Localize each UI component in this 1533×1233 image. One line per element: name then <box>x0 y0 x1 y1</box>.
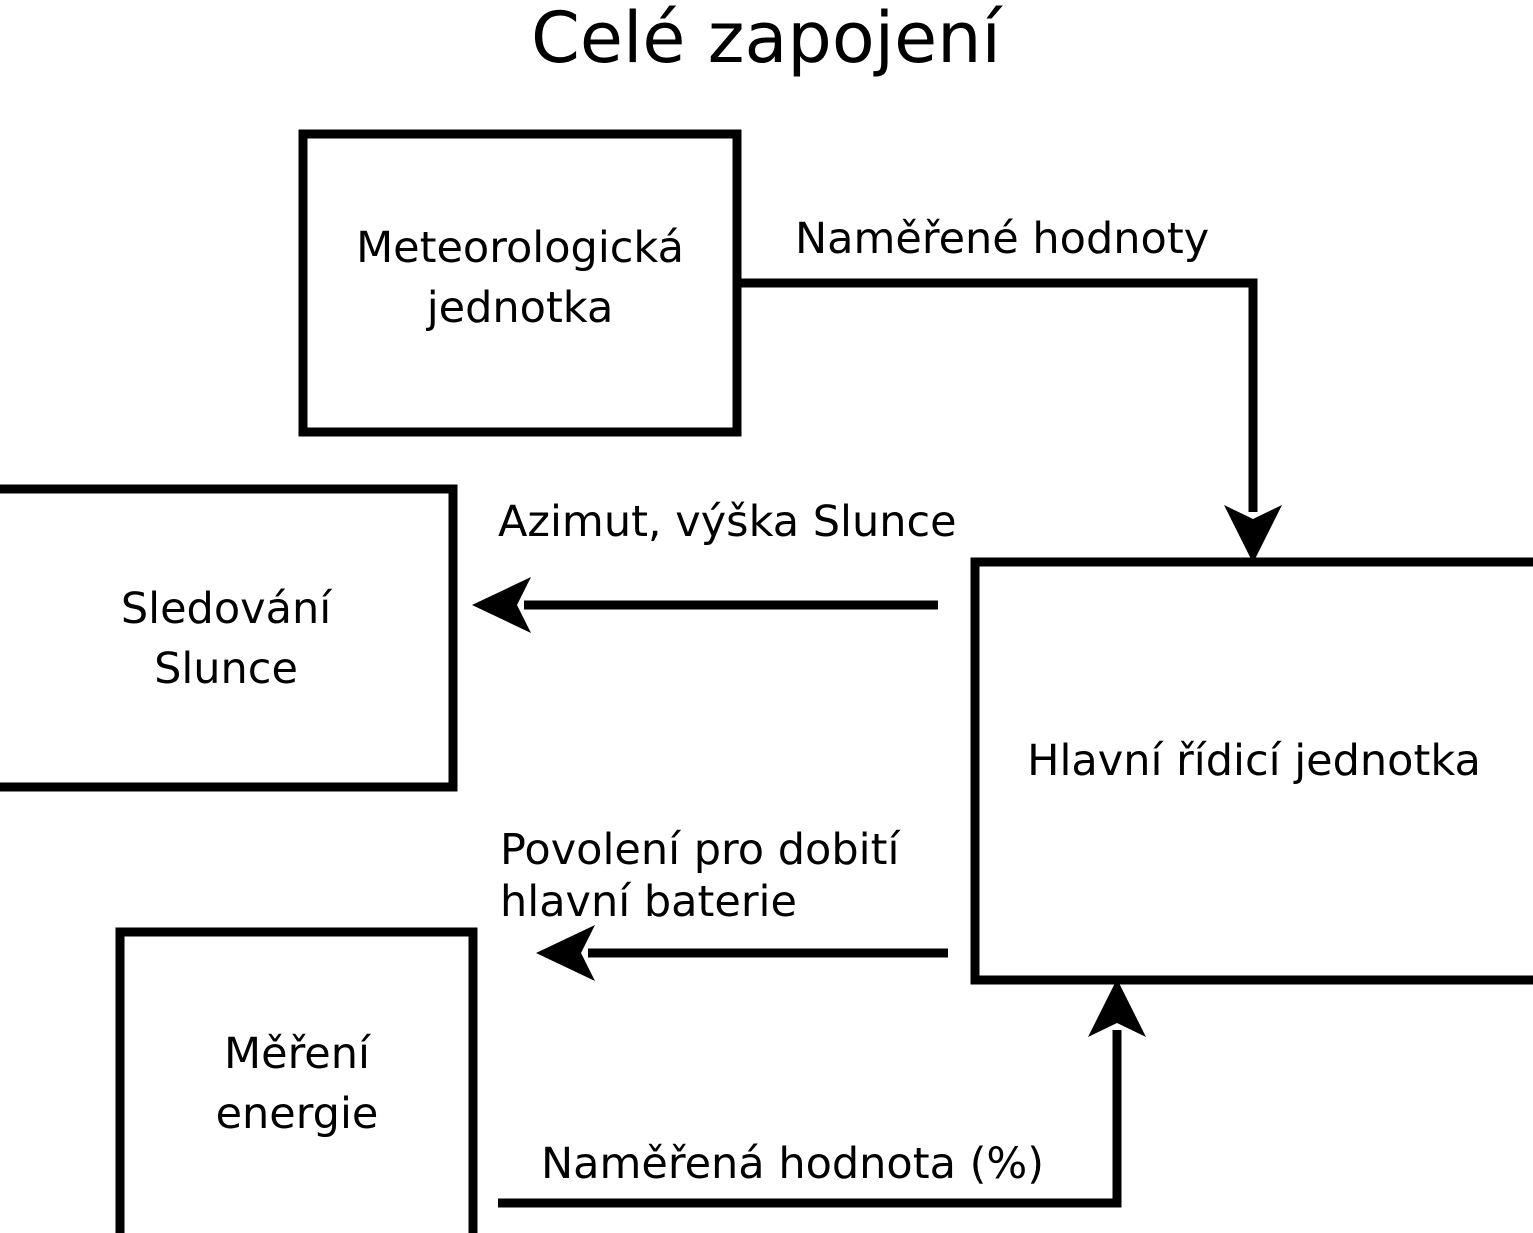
node-label-energy-line2: energie <box>216 1089 379 1139</box>
edge-meteo-to-main[interactable]: Naměřené hodnoty <box>737 214 1282 563</box>
node-label-meteo-line1: Meteorologická <box>356 223 684 273</box>
node-sledovani-slunce[interactable]: Sledování Slunce <box>0 484 458 792</box>
node-hlavni-ridici-jednotka[interactable]: Hlavní řídicí jednotka <box>970 557 1533 985</box>
node-box-energy <box>115 927 478 1233</box>
arrowhead-up-into-main <box>1088 979 1146 1037</box>
node-label-energy-line1: Měření <box>224 1029 372 1079</box>
edge-line-energy-to-main <box>498 1030 1122 1208</box>
node-meteorologicka-jednotka[interactable]: Meteorologická jednotka <box>298 129 742 437</box>
edge-energy-to-main[interactable]: Naměřená hodnota (%) <box>498 979 1146 1208</box>
node-label-meteo-line2: jednotka <box>426 283 614 333</box>
edge-label-povoleni-line2: hlavní baterie <box>500 877 797 927</box>
edge-line-meteo-to-main <box>737 278 1258 512</box>
node-label-tracking-line2: Slunce <box>154 644 298 694</box>
arrowhead-left-into-tracking <box>472 577 531 633</box>
edge-main-to-tracking[interactable]: Azimut, výška Slunce <box>472 497 957 633</box>
edge-label-azimut-vyska-slunce: Azimut, výška Slunce <box>498 497 957 547</box>
arrowhead-left-into-energy <box>536 925 595 981</box>
node-label-main-line1: Hlavní řídicí jednotka <box>1027 736 1481 786</box>
node-box-tracking <box>0 484 458 792</box>
node-label-tracking-line1: Sledování <box>121 584 333 634</box>
node-box-main <box>970 557 1533 985</box>
diagram-title: Celé zapojení <box>531 0 1003 79</box>
node-mereni-energie[interactable]: Měření energie <box>115 927 478 1233</box>
node-box-meteo <box>298 129 742 437</box>
edge-main-to-energy[interactable]: Povolení pro dobití hlavní baterie <box>500 825 948 981</box>
edge-label-povoleni-line1: Povolení pro dobití <box>500 825 901 875</box>
edge-label-namerena-hodnota: Naměřená hodnota (%) <box>541 1139 1044 1189</box>
arrowhead-down-into-main <box>1224 505 1282 563</box>
edge-label-namerene-hodnoty: Naměřené hodnoty <box>795 214 1209 264</box>
